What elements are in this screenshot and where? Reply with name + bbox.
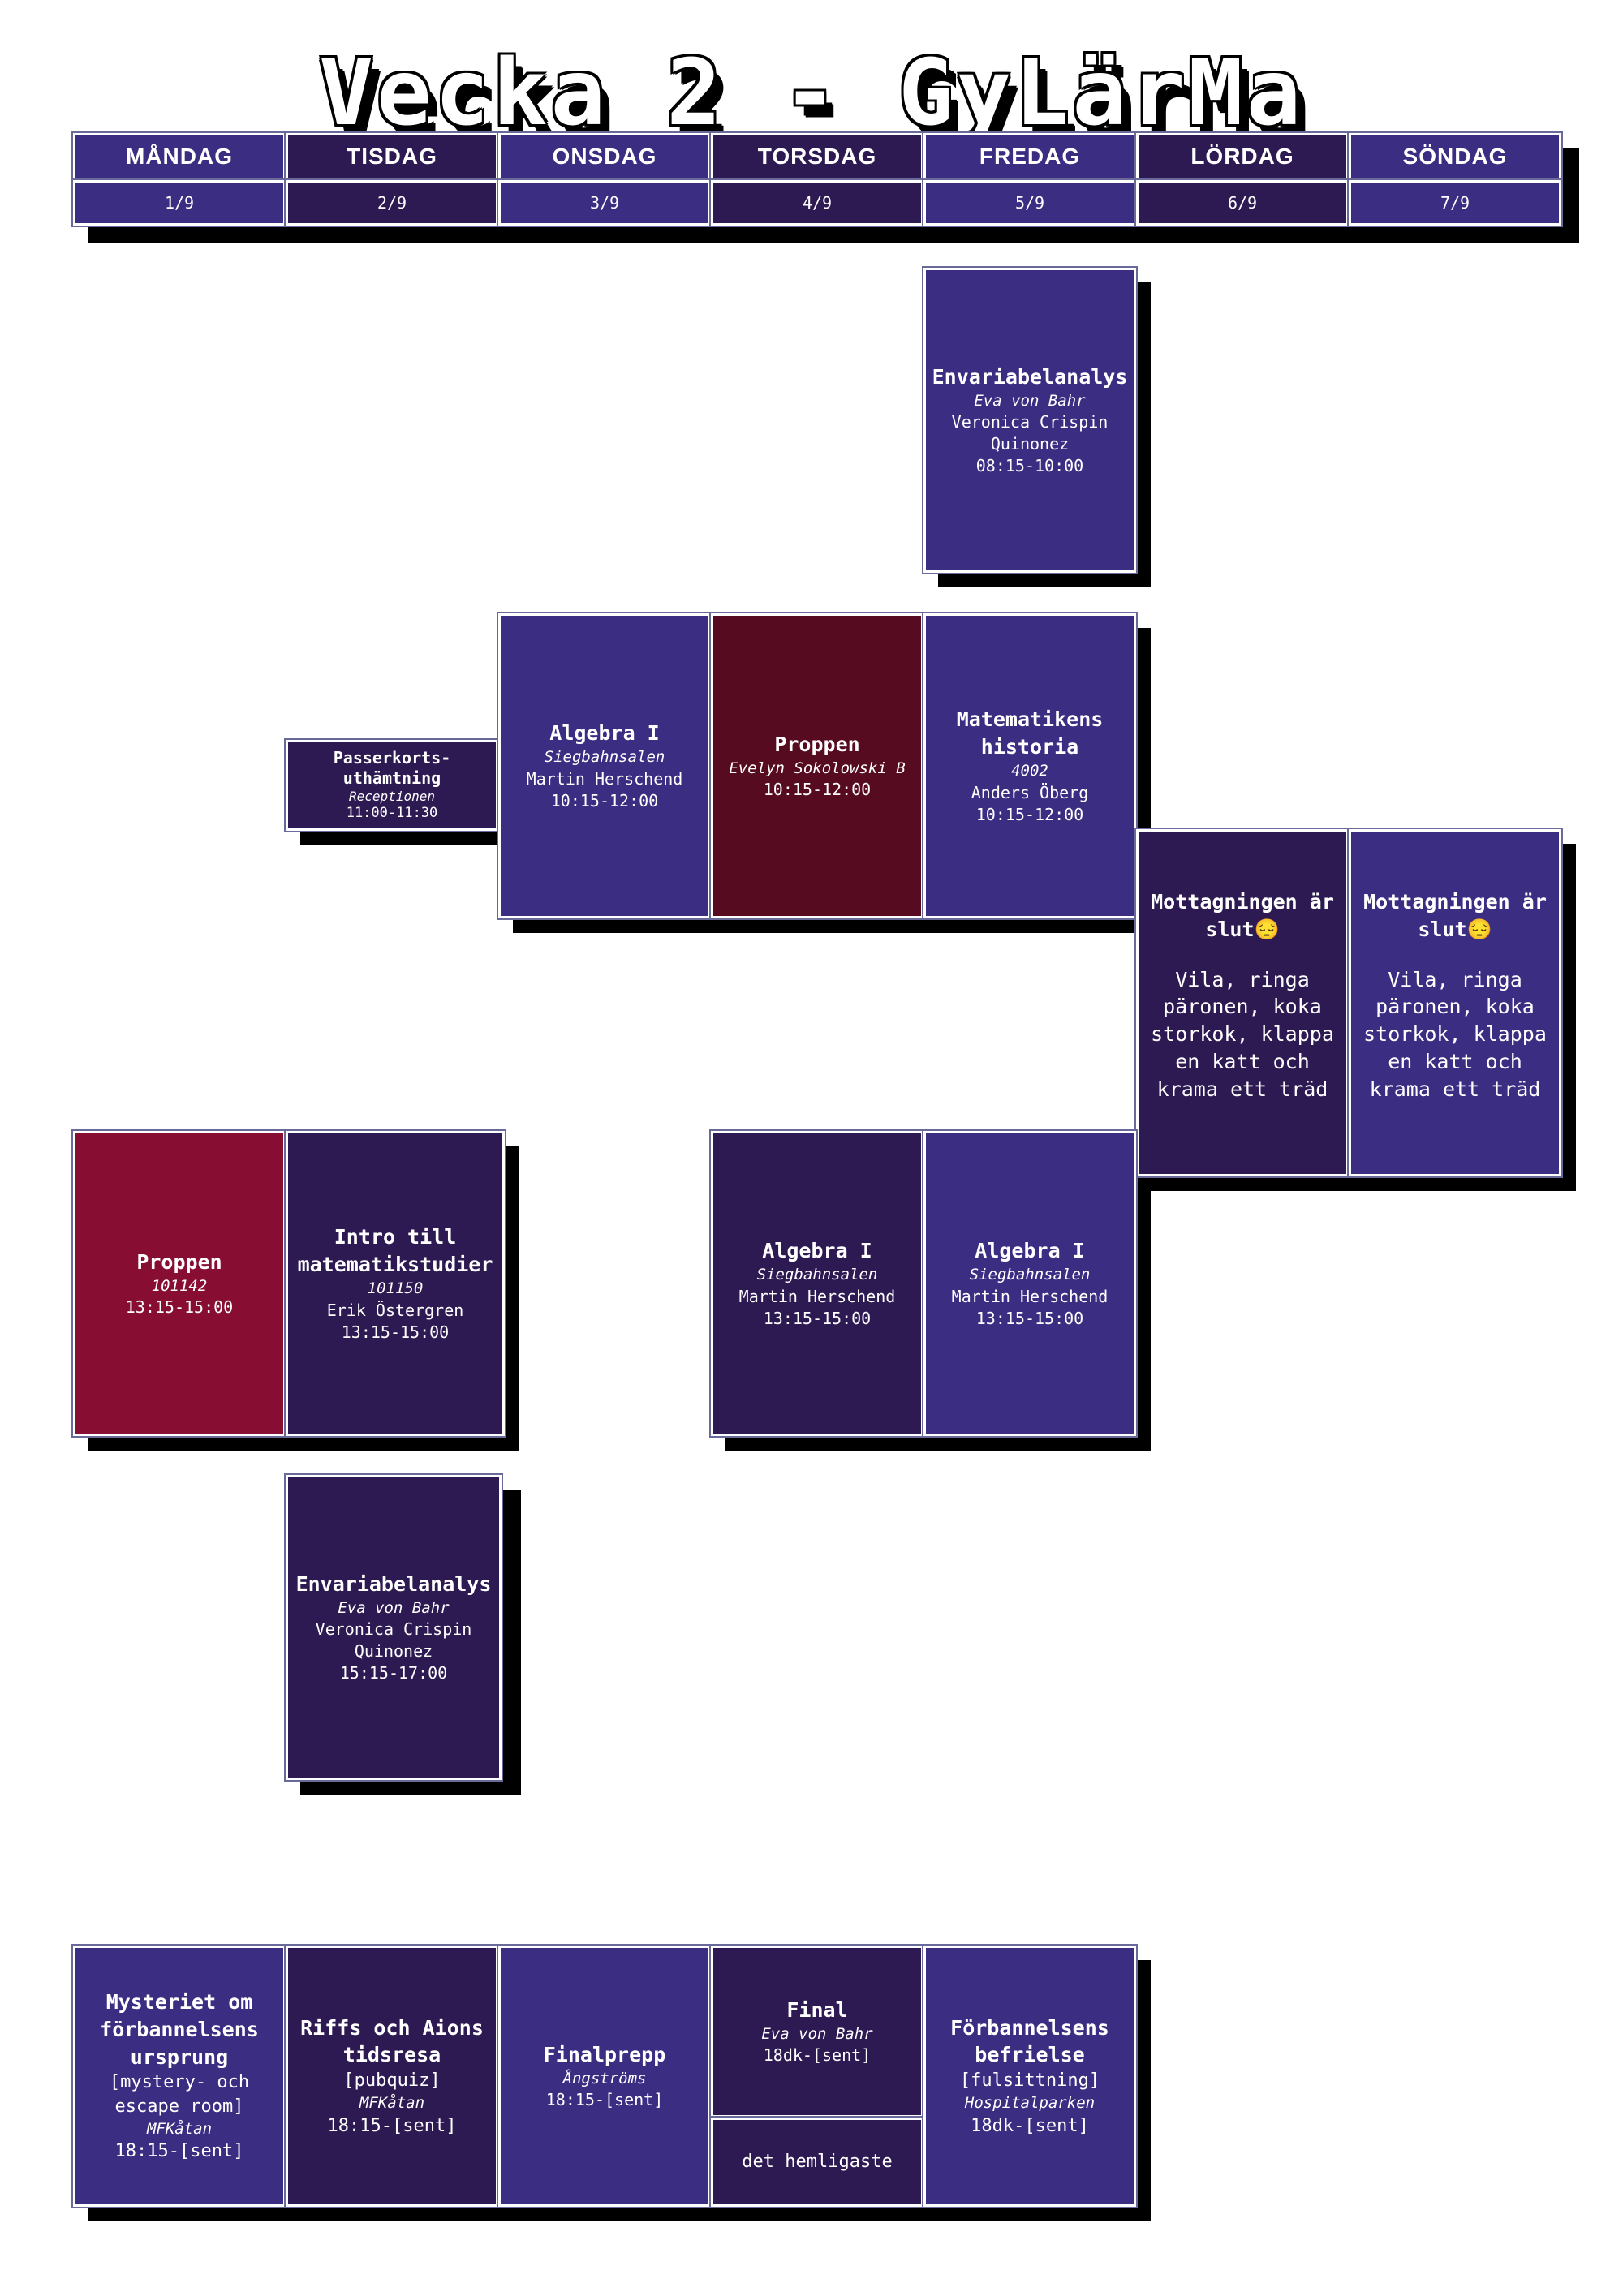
day-header-monday: MÅNDAG [71, 131, 287, 182]
event-place: MFKåtan [359, 2093, 425, 2112]
event-time: 15:15-17:00 [339, 1663, 448, 1683]
day-date-sunday: 7/9 [1347, 178, 1563, 227]
event-time: 18:15-[sent] [545, 2090, 664, 2110]
event-fri-matematikens-historia[interactable]: Matematikens historia 4002 Anders Öberg … [922, 612, 1138, 920]
event-room: Siegbahnsalen [544, 748, 665, 767]
event-title: det hemligaste [742, 2152, 893, 2173]
event-description: [pubquiz] [343, 2070, 441, 2092]
event-room: 101142 [151, 1276, 208, 1295]
event-title: Mysteriet om förbannelsens ursprung [100, 1990, 259, 2069]
event-room: Receptionen [349, 789, 435, 805]
day-date-tuesday: 2/9 [284, 178, 500, 227]
event-time: 13:15-15:00 [341, 1322, 450, 1342]
event-teacher: Martin Herschend [526, 768, 683, 789]
event-title: Finalprepp [543, 2042, 666, 2066]
event-time: 10:15-12:00 [975, 804, 1084, 824]
event-tue-riffs[interactable]: Riffs och Aions tidsresa [pubquiz] MFKåt… [284, 1944, 500, 2208]
event-teacher-2: Veronica Crispin Quinonez [315, 1619, 472, 1662]
event-title: Passerkorts-uthämtning [333, 748, 451, 789]
event-place: MFKåtan [146, 2119, 213, 2138]
event-teacher: Eva von Bahr [761, 2024, 873, 2043]
day-header-wednesday: ONSDAG [497, 131, 712, 182]
event-thu-final[interactable]: Final Eva von Bahr 18dk-[sent] [709, 1944, 925, 2119]
event-mon-proppen[interactable]: Proppen 101142 13:15-15:00 [71, 1129, 287, 1438]
event-fri-envariabelanalys[interactable]: Envariabelanalys Eva von Bahr Veronica C… [922, 266, 1138, 574]
event-title: Envariabelanalys [295, 1572, 492, 1596]
event-title: Intro till matematikstudier [297, 1225, 493, 1277]
day-date-wednesday: 3/9 [497, 178, 712, 227]
event-body: Vila, ringa päronen, koka storkok, klapp… [1151, 967, 1334, 1101]
event-wed-finalprepp[interactable]: Finalprepp Ångströms 18:15-[sent] [497, 1944, 712, 2208]
day-header-sunday: SÖNDAG [1347, 131, 1563, 182]
event-time: 18:15-[sent] [327, 2115, 457, 2136]
page-title: Vecka 2 - GyLärMa [318, 41, 1305, 146]
event-time: 18dk-[sent] [971, 2115, 1089, 2136]
event-teacher: Erik Östergren [326, 1300, 464, 1320]
event-title: Final [786, 1997, 848, 2022]
event-title: Algebra I [762, 1239, 872, 1263]
event-mon-mysteriet[interactable]: Mysteriet om förbannelsens ursprung [mys… [71, 1944, 287, 2208]
event-body: Vila, ringa päronen, koka storkok, klapp… [1363, 967, 1547, 1101]
event-time: 10:15-12:00 [763, 780, 872, 800]
event-tue-intro[interactable]: Intro till matematikstudier 101150 Erik … [284, 1129, 506, 1438]
event-sun-mottagning[interactable]: Mottagningen är slut😔 Vila, ringa pärone… [1347, 828, 1563, 1178]
event-place: Ångströms [562, 2069, 647, 2087]
day-header-friday: FREDAG [922, 131, 1138, 182]
day-date-monday: 1/9 [71, 178, 287, 227]
event-room: 101150 [367, 1279, 424, 1297]
day-date-saturday: 6/9 [1134, 178, 1350, 227]
event-thu-hemligaste[interactable]: det hemligaste [709, 2116, 925, 2208]
event-teacher: Eva von Bahr [974, 391, 1086, 410]
event-title: Matematikens historia [956, 707, 1104, 759]
event-title: Förbannelsens befrielse [950, 2015, 1109, 2067]
event-time: 18:15-[sent] [114, 2141, 244, 2162]
event-teacher: Martin Herschend [738, 1286, 896, 1306]
event-room: Siegbahnsalen [756, 1266, 878, 1284]
event-time: 18dk-[sent] [763, 2045, 872, 2066]
day-header-saturday: LÖRDAG [1134, 131, 1350, 182]
event-fri-forbannelsens-befrielse[interactable]: Förbannelsens befrielse [fulsittning] Ho… [922, 1944, 1138, 2208]
event-tue-envariabelanalys[interactable]: Envariabelanalys Eva von Bahr Veronica C… [284, 1473, 503, 1782]
event-teacher: Martin Herschend [951, 1286, 1109, 1306]
event-thu-proppen[interactable]: Proppen Evelyn Sokolowski B 10:15-12:00 [709, 612, 925, 920]
event-title: Riffs och Aions tidsresa [300, 2015, 484, 2067]
event-teacher-2: Veronica Crispin Quinonez [951, 412, 1109, 454]
day-header-tuesday: TISDAG [284, 131, 500, 182]
day-header-thursday: TORSDAG [709, 131, 925, 182]
event-place: Hospitalparken [964, 2093, 1096, 2112]
event-description: [fulsittning] [959, 2070, 1100, 2092]
event-time: 08:15-10:00 [975, 456, 1084, 476]
event-room: Siegbahnsalen [969, 1266, 1091, 1284]
event-title: Envariabelanalys [932, 364, 1128, 389]
event-time: 10:15-12:00 [550, 790, 659, 810]
event-description: [mystery- och escape room] [109, 2072, 250, 2117]
event-title: Algebra I [549, 721, 660, 746]
event-time: 13:15-15:00 [763, 1308, 872, 1328]
event-title: Mottagningen är slut😔 [1151, 890, 1334, 941]
event-fri-algebra[interactable]: Algebra I Siegbahnsalen Martin Herschend… [922, 1129, 1138, 1438]
event-thu-algebra[interactable]: Algebra I Siegbahnsalen Martin Herschend… [709, 1129, 925, 1438]
event-time: 11:00-11:30 [346, 805, 438, 822]
event-title: Proppen [774, 732, 860, 756]
event-room: 4002 [1011, 761, 1048, 780]
event-time: 13:15-15:00 [125, 1297, 234, 1318]
event-sat-mottagning[interactable]: Mottagningen är slut😔 Vila, ringa pärone… [1134, 828, 1350, 1178]
event-tue-passerkort[interactable]: Passerkorts-uthämtning Receptionen 11:00… [284, 738, 500, 832]
event-wed-algebra[interactable]: Algebra I Siegbahnsalen Martin Herschend… [497, 612, 712, 920]
event-title: Mottagningen är slut😔 [1363, 890, 1547, 941]
event-teacher: Eva von Bahr [338, 1598, 450, 1617]
event-title: Proppen [136, 1249, 222, 1274]
day-date-friday: 5/9 [922, 178, 1138, 227]
day-date-thursday: 4/9 [709, 178, 925, 227]
event-teacher: Evelyn Sokolowski B [729, 759, 906, 777]
event-time: 13:15-15:00 [975, 1308, 1084, 1328]
event-teacher: Anders Öberg [971, 782, 1089, 802]
event-title: Algebra I [975, 1239, 1085, 1263]
